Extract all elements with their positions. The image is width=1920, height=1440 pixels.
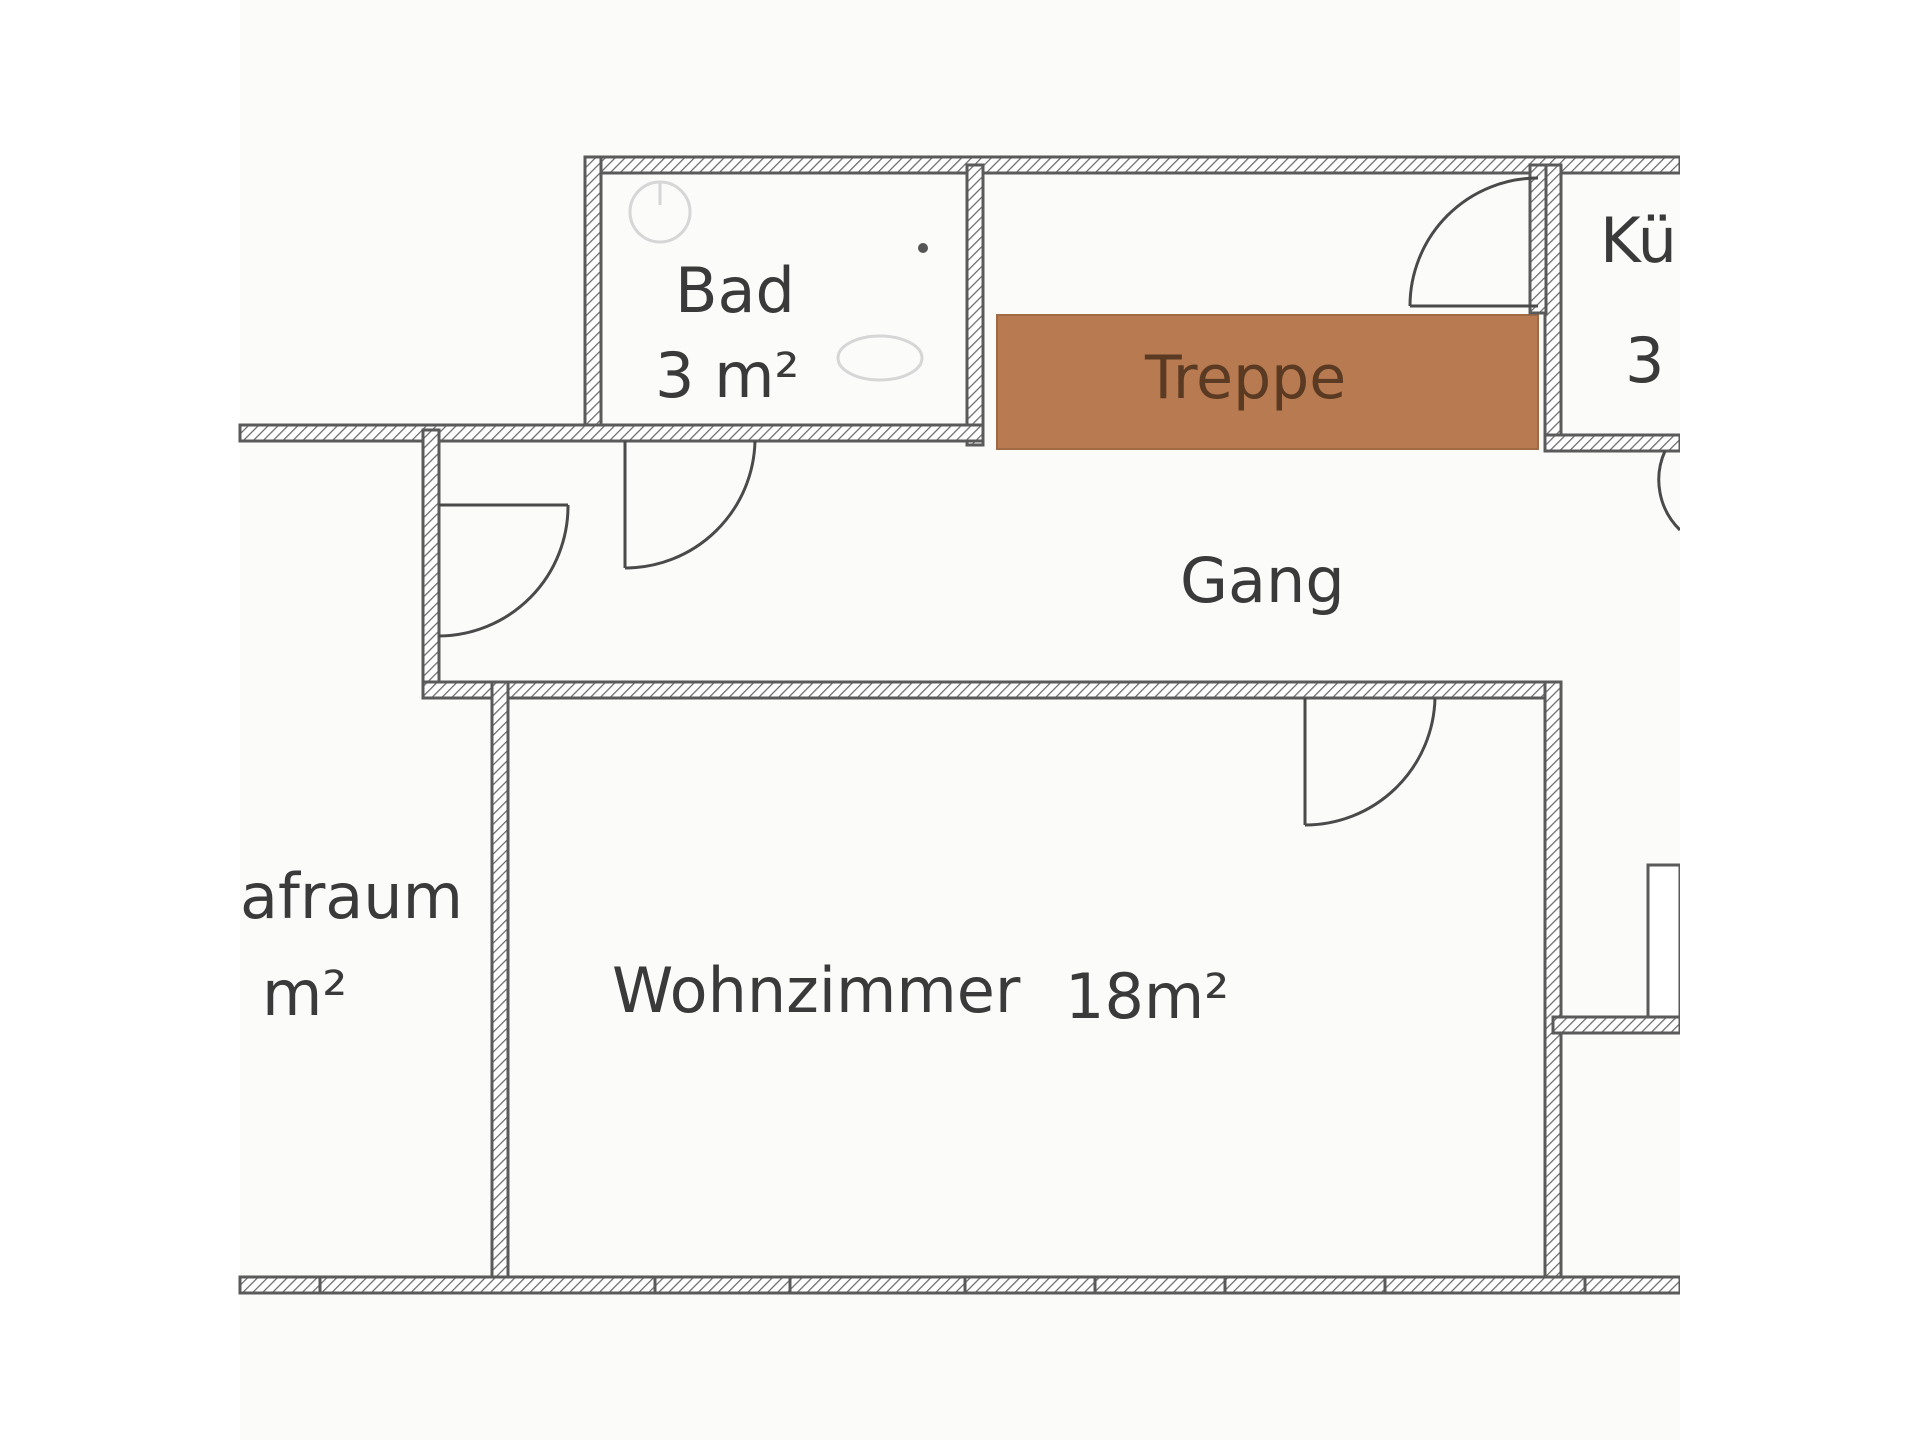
wall-bad-left bbox=[583, 155, 603, 429]
left-margin bbox=[0, 0, 240, 1440]
room-label-gang: Gang bbox=[1180, 544, 1345, 617]
room-label-wohnzimmer: Wohnzimmer bbox=[612, 954, 1021, 1027]
room-area-bad: 3 m² bbox=[655, 339, 799, 412]
door-left-room bbox=[438, 503, 570, 638]
door-kitchen-lower bbox=[1657, 450, 1682, 532]
wall-corridor-bottom bbox=[421, 680, 1562, 700]
room-area-wohnzimmer: 18m² bbox=[1065, 960, 1229, 1033]
wall-right-window bbox=[1646, 863, 1682, 1019]
wall-living-left bbox=[490, 680, 510, 1292]
wall-bad-right bbox=[965, 163, 985, 447]
doors bbox=[438, 176, 1682, 827]
room-labels: Bad 3 m² Küc 3 Treppe Gang afraum m² Woh… bbox=[240, 204, 1711, 1033]
drain-icon bbox=[918, 243, 928, 253]
wall-living-right bbox=[1543, 680, 1563, 1292]
door-bad bbox=[623, 440, 757, 570]
sink-icon bbox=[836, 334, 924, 382]
wall-corridor-left bbox=[421, 428, 441, 700]
bathroom-fixtures bbox=[628, 180, 928, 382]
door-kitchen-upper bbox=[1408, 176, 1539, 308]
wall-middle-left bbox=[238, 423, 985, 443]
room-label-bad: Bad bbox=[675, 254, 795, 327]
room-label-schlafraum: afraum bbox=[240, 860, 463, 933]
stair-label: Treppe bbox=[1144, 343, 1346, 413]
wall-kitchen-bottom bbox=[1543, 433, 1682, 453]
room-area-kueche: 3 bbox=[1625, 324, 1664, 397]
wall-bottom bbox=[238, 1275, 1682, 1295]
wall-top bbox=[583, 155, 1682, 175]
stair-block bbox=[996, 314, 1539, 450]
right-margin bbox=[1680, 0, 1920, 1440]
windows bbox=[318, 1277, 1587, 1293]
plan-area bbox=[240, 0, 1680, 1440]
room-area-schlafraum: m² bbox=[262, 957, 347, 1030]
wall-kitchen-stub bbox=[1528, 163, 1548, 315]
wall-right-room-top bbox=[1551, 1015, 1682, 1035]
door-living bbox=[1303, 697, 1437, 827]
